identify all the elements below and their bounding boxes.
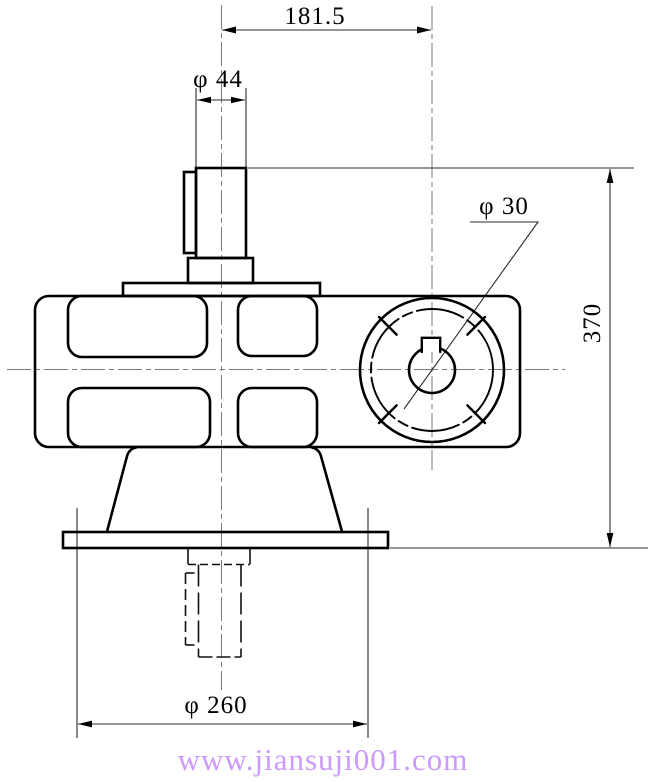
- output-shaft-hidden: [184, 548, 251, 658]
- tick-45: [466, 315, 487, 336]
- leader-line-phi30: [403, 221, 540, 410]
- arrow-370-top: [606, 169, 614, 183]
- bell-housing-left-edge: [105, 446, 138, 533]
- boss-and-bore: [358, 296, 506, 444]
- tick-315: [466, 404, 487, 425]
- dim-label-bore-diameter: φ 30: [479, 193, 529, 220]
- tick-135: [377, 315, 398, 336]
- watermark-text: www.jiansuji001.com: [177, 742, 469, 777]
- tick-225: [377, 404, 398, 425]
- dim-label-center-distance: 181.5: [284, 3, 346, 30]
- arrow-370-bottom: [606, 533, 614, 547]
- bottom-flange: [61, 530, 390, 550]
- bell-housing-right-edge: [310, 446, 344, 533]
- arrow-phi44-left: [197, 96, 211, 104]
- dim-label-overall-height: 370: [579, 302, 606, 344]
- bolt-circle: [370, 308, 494, 432]
- bolt-circle-tick-marks: [377, 315, 487, 425]
- arrow-phi44-right: [231, 96, 245, 104]
- bore-keyway: [420, 336, 442, 354]
- dim-label-input-shaft-diameter: φ 44: [193, 66, 243, 93]
- arrow-phi260-right: [353, 720, 367, 728]
- dimension-arrowheads: [78, 26, 614, 728]
- arrow-181-5-left: [222, 26, 236, 34]
- arrow-phi260-left: [78, 720, 92, 728]
- centerlines: [7, 5, 565, 690]
- dim-label-flange-diameter: φ 260: [184, 692, 248, 719]
- input-shaft-step: [186, 256, 255, 285]
- input-shaft-key: [182, 170, 198, 255]
- body-pockets: [66, 294, 319, 449]
- pocket-bottom-left: [66, 386, 212, 449]
- pocket-top-left: [66, 294, 209, 359]
- reducer-outline: [33, 166, 522, 550]
- pocket-bottom-middle: [236, 386, 319, 449]
- dimension-lines: [76, 29, 648, 738]
- arrow-181-5-right: [417, 26, 431, 34]
- pocket-top-middle: [236, 294, 319, 358]
- boss-outer-circle: [358, 296, 506, 444]
- gearbox-body: [33, 294, 522, 449]
